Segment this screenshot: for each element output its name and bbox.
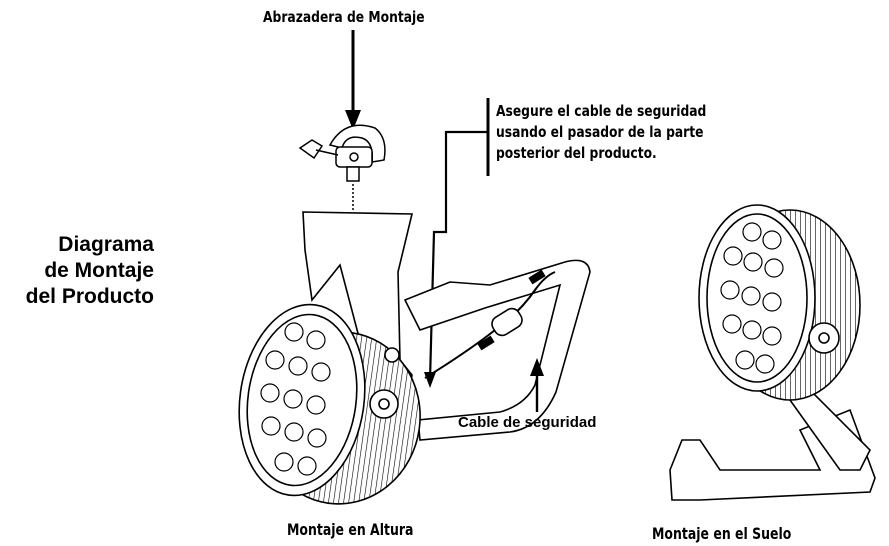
safety-note-line-1: Asegure el cable de seguridad (496, 102, 707, 120)
title-line-1: Diagrama (58, 233, 154, 256)
safety-note: Asegure el cable de seguridad usando el … (496, 101, 706, 164)
safety-cable-label: Cable de seguridad (458, 414, 597, 431)
title-line-2: de Montaje (44, 259, 154, 282)
safety-note-line-3: posterior del producto. (496, 144, 657, 162)
floor-fixture-image (669, 204, 876, 501)
hanging-mount-caption: Montaje en Altura (287, 520, 414, 539)
hanging-fixture-image (238, 211, 591, 505)
clamp-pointer-arrow (345, 30, 361, 130)
clamp-label: Abrazadera de Montaje (263, 8, 425, 26)
cable-pointer-arrow (530, 358, 544, 412)
safety-note-line-2: usando el pasador de la parte (496, 123, 704, 141)
title-line-3: del Producto (25, 285, 154, 308)
mounting-clamp-image (298, 124, 386, 212)
floor-mount-caption: Montaje en el Suelo (652, 524, 792, 543)
diagram-title: Diagrama de Montaje del Producto (26, 232, 154, 310)
